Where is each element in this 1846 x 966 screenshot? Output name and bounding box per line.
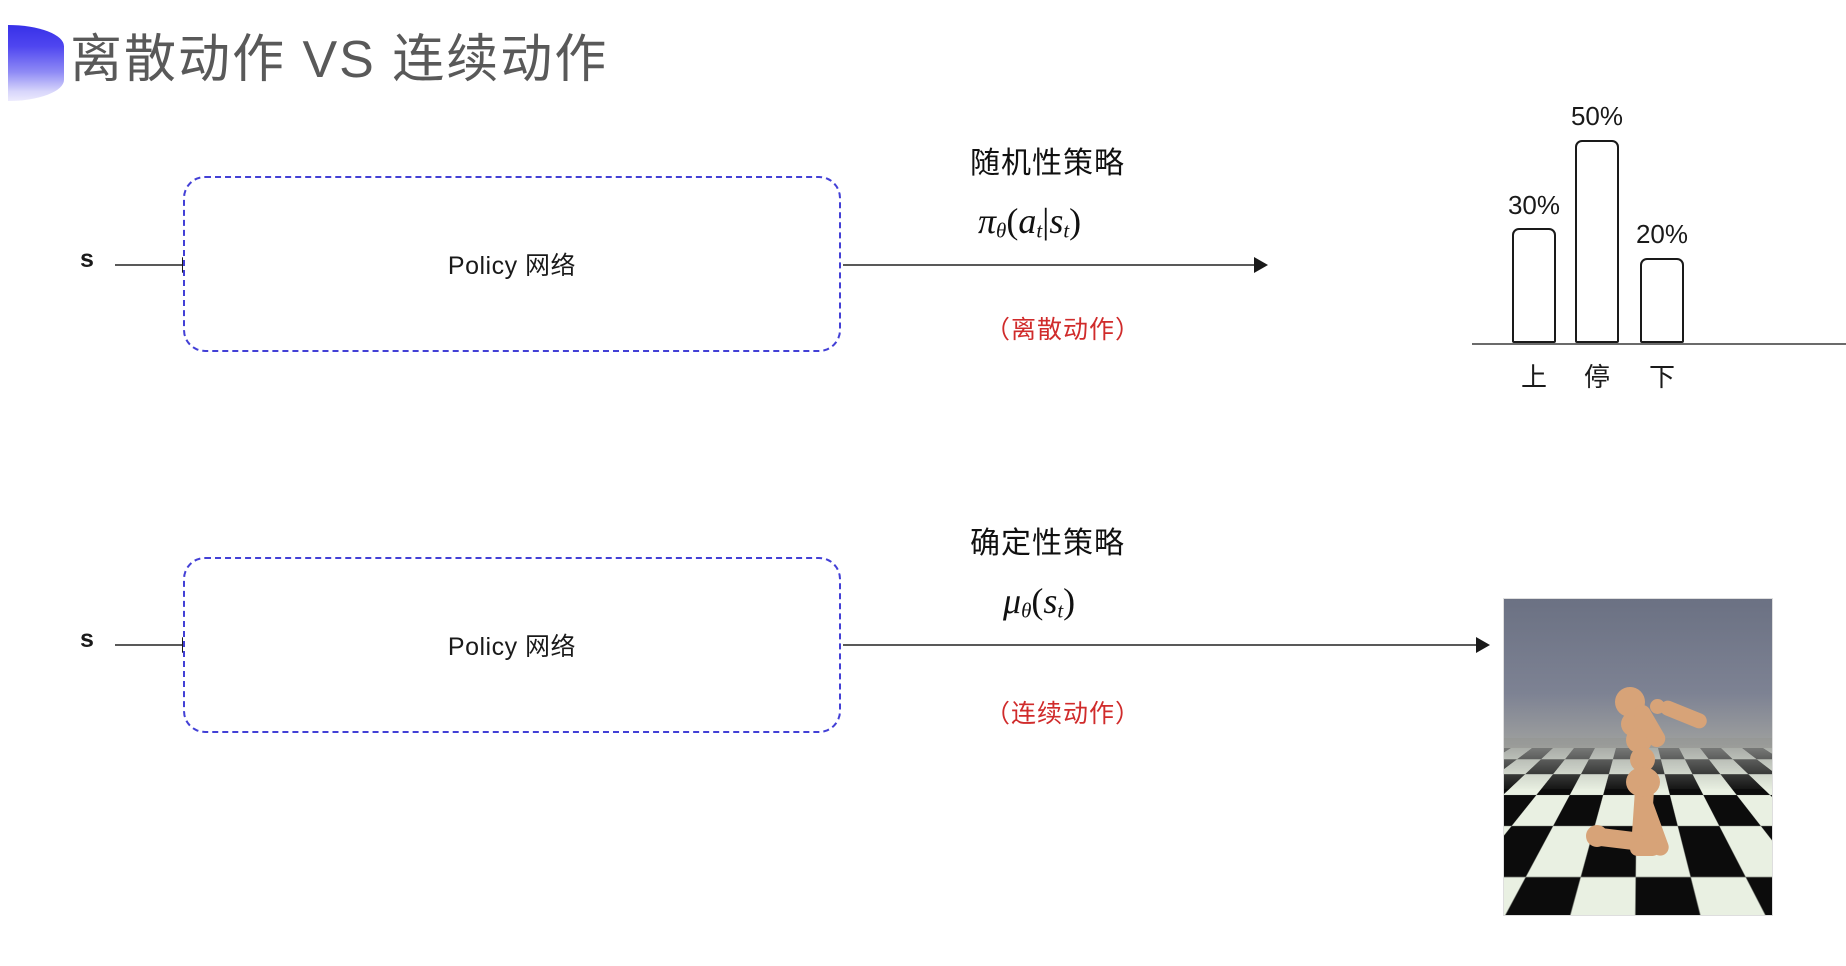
policy-network-box-continuous[interactable]: Policy 网络 (183, 557, 841, 733)
stochastic-policy-formula: πθ(at|st) (978, 201, 1082, 243)
bar-category-0: 上 (1520, 362, 1547, 392)
bar-category-1: 停 (1583, 362, 1610, 392)
humanoid-simulation-image (1503, 598, 1773, 916)
chart-x-axis (1472, 343, 1846, 345)
humanoid-body (1504, 599, 1772, 915)
humanoid-forearm (1657, 698, 1710, 731)
output-arrow-head-continuous (1476, 637, 1490, 653)
deterministic-policy-title: 确定性策略 (970, 527, 1125, 560)
humanoid-knee (1586, 825, 1608, 847)
humanoid-hand (1650, 699, 1665, 714)
action-probability-bar-chart: 30% 上 50% 停 20% 下 (1468, 100, 1846, 400)
output-arrow-head-discrete (1254, 257, 1268, 273)
bar-rect-2 (1640, 258, 1684, 343)
bar-value-2: 20% (1635, 219, 1689, 249)
state-input-label-continuous: s (80, 625, 94, 653)
deterministic-policy-formula: μθ(st) (1003, 581, 1076, 623)
humanoid-foot (1630, 841, 1660, 856)
bar-value-0: 30% (1507, 190, 1561, 220)
input-arrow-line-discrete (115, 264, 193, 266)
policy-network-label-continuous: Policy 网络 (447, 633, 577, 661)
bar-category-2: 下 (1648, 362, 1675, 392)
bar-rect-1 (1575, 140, 1619, 343)
bar-value-1: 50% (1570, 101, 1624, 131)
discrete-action-annotation: （离散动作） (985, 316, 1142, 344)
policy-network-label-discrete: Policy 网络 (447, 252, 577, 280)
policy-network-box-discrete[interactable]: Policy 网络 (183, 176, 841, 352)
title-decoration-half-circle (8, 25, 64, 101)
stochastic-policy-title: 随机性策略 (970, 147, 1125, 180)
output-arrow-line-discrete (843, 264, 1261, 266)
bar-rect-0 (1512, 228, 1556, 343)
output-arrow-line-continuous (843, 644, 1483, 646)
input-arrow-line-continuous (115, 644, 193, 646)
page-title: 离散动作 VS 连续动作 (70, 31, 609, 89)
continuous-action-annotation: （连续动作） (985, 700, 1142, 728)
state-input-label-discrete: s (80, 245, 94, 273)
